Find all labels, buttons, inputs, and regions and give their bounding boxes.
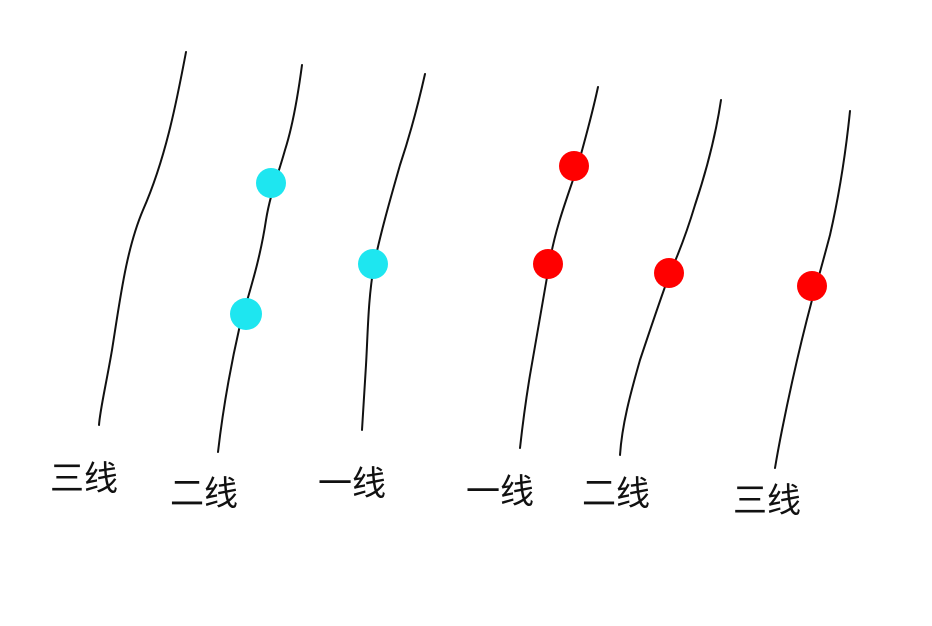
line-label-3: 一线 — [318, 464, 386, 504]
red-dot-single-right — [797, 271, 827, 301]
cyan-dot-lower — [230, 298, 262, 330]
line-group-3: 一线 — [318, 73, 426, 504]
red-dot-upper — [559, 151, 589, 181]
cyan-dot-single — [358, 249, 388, 279]
line-group-2: 二线 — [170, 64, 303, 514]
red-dot-single-middle — [654, 258, 684, 288]
cyan-dot-upper — [256, 168, 286, 198]
line-label-2: 二线 — [170, 474, 238, 514]
line-label-1: 三线 — [50, 459, 118, 499]
line-group-1: 三线 — [50, 51, 187, 499]
hand-drawn-line-1 — [98, 51, 187, 426]
red-dot-lower — [533, 249, 563, 279]
line-group-4: 一线 — [466, 86, 599, 512]
line-group-5: 二线 — [582, 99, 722, 514]
line-group-6: 三线 — [733, 110, 851, 521]
line-label-6: 三线 — [733, 481, 801, 521]
hand-drawn-line-2 — [217, 64, 303, 453]
line-label-5: 二线 — [582, 474, 650, 514]
line-label-4: 一线 — [466, 472, 534, 512]
